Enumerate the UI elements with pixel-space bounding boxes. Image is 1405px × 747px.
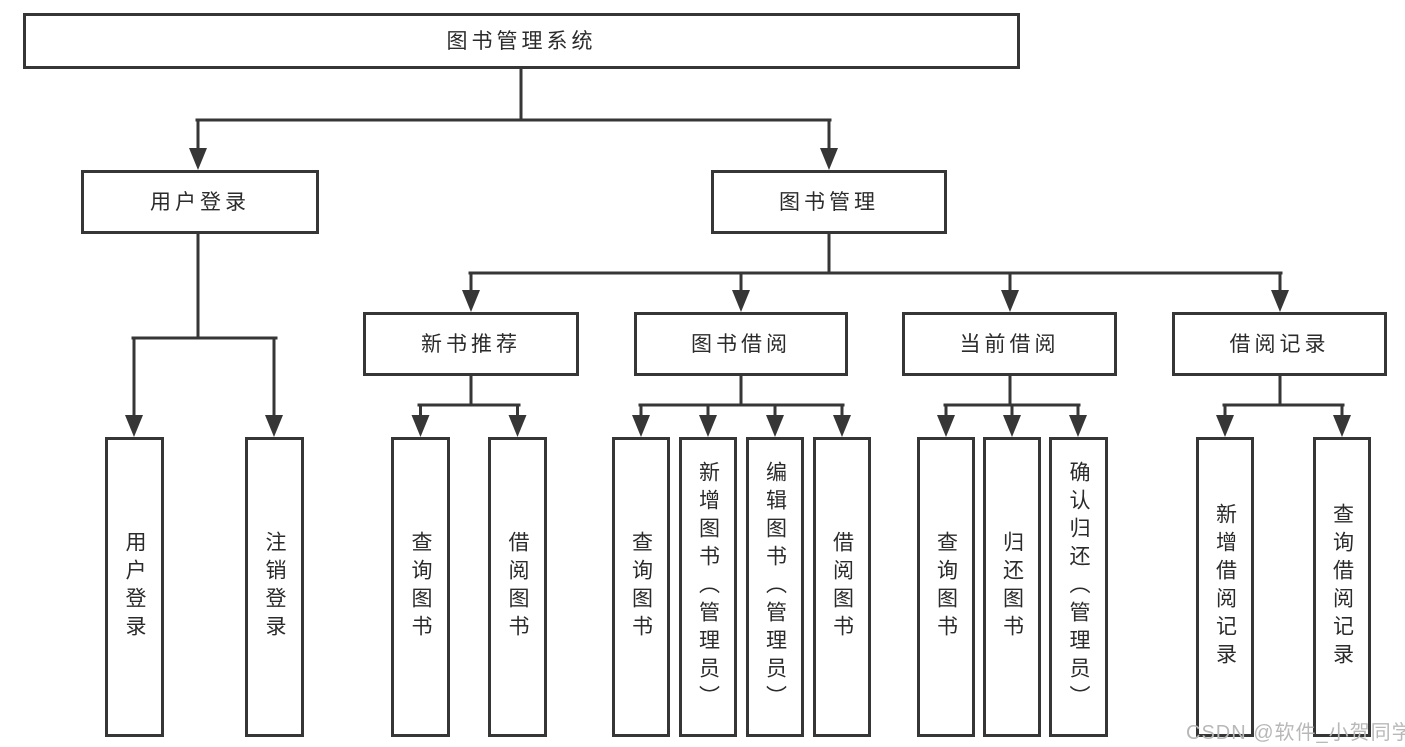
node-book-borrowing: 图书借阅: [634, 312, 848, 376]
leaf-label: 借阅图书: [830, 531, 854, 643]
node-label: 图书管理系统: [446, 29, 597, 53]
node-current-borrowing: 当前借阅: [902, 312, 1117, 376]
leaf-label: 编辑图书（管理员）: [763, 461, 787, 713]
leaf-confirm-return-admin: 确认归还（管理员）: [1049, 437, 1108, 737]
leaf-logout: 注销登录: [245, 437, 304, 737]
leaf-add-book-admin: 新增图书（管理员）: [679, 437, 737, 737]
arrowheads: [125, 148, 1351, 437]
leaf-label: 查询图书: [934, 531, 958, 643]
node-label: 图书管理: [779, 190, 879, 214]
leaf-label: 查询借阅记录: [1330, 503, 1354, 671]
leaf-label: 查询图书: [409, 531, 432, 643]
node-new-book-recommend: 新书推荐: [363, 312, 579, 376]
leaf-borrow-books-1: 借阅图书: [488, 437, 547, 737]
leaf-query-borrow-record: 查询借阅记录: [1313, 437, 1371, 737]
node-book-management-system: 图书管理系统: [23, 13, 1020, 69]
leaf-add-borrow-record: 新增借阅记录: [1196, 437, 1254, 737]
leaf-edit-book-admin: 编辑图书（管理员）: [746, 437, 804, 737]
leaf-borrow-books-2: 借阅图书: [813, 437, 871, 737]
leaf-return-books: 归还图书: [983, 437, 1041, 737]
node-borrowing-records: 借阅记录: [1172, 312, 1387, 376]
node-user-login: 用户登录: [81, 170, 319, 234]
watermark: CSDN @软件_小贺同学: [1186, 722, 1405, 744]
node-label: 新书推荐: [421, 332, 521, 356]
node-label: 用户登录: [150, 190, 250, 214]
leaf-query-books-2: 查询图书: [612, 437, 670, 737]
node-label: 借阅记录: [1229, 332, 1330, 356]
leaf-label: 确认归还（管理员）: [1067, 461, 1090, 713]
leaf-label: 新增图书（管理员）: [696, 461, 720, 713]
leaf-query-books-3: 查询图书: [917, 437, 975, 737]
leaf-label: 借阅图书: [506, 531, 529, 643]
leaf-label: 查询图书: [629, 531, 653, 643]
leaf-user-login: 用户登录: [105, 437, 164, 737]
leaf-label: 归还图书: [1000, 531, 1024, 643]
node-label: 图书借阅: [691, 332, 791, 356]
leaf-label: 注销登录: [263, 531, 286, 643]
leaf-label: 用户登录: [123, 531, 146, 643]
node-book-management: 图书管理: [711, 170, 947, 234]
node-label: 当前借阅: [959, 332, 1060, 356]
leaf-query-books-1: 查询图书: [391, 437, 450, 737]
leaf-label: 新增借阅记录: [1213, 503, 1237, 671]
